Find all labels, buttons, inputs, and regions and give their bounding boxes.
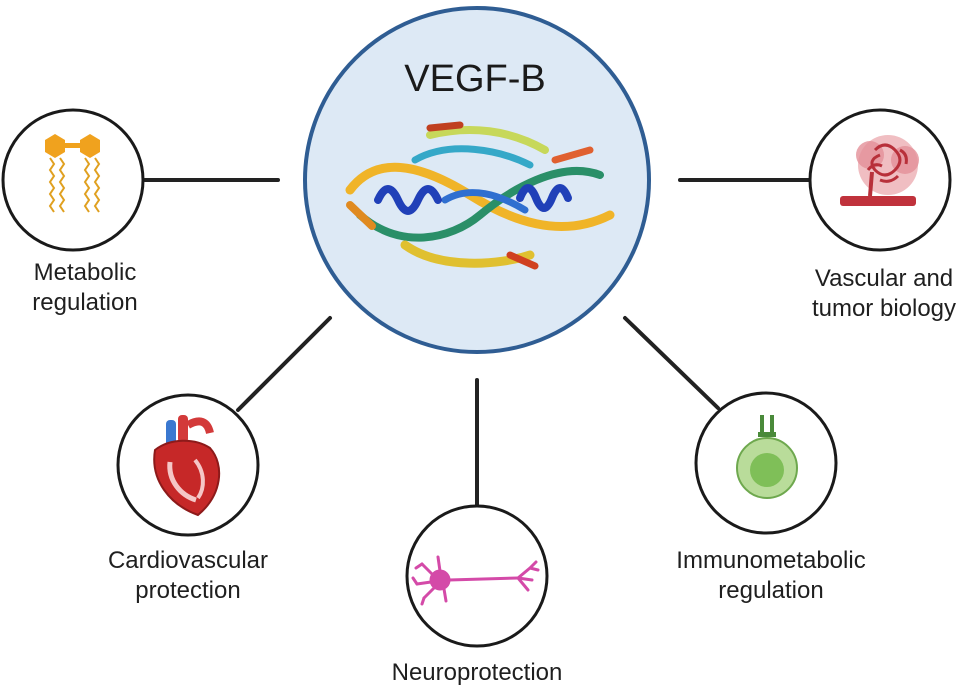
- heart-icon: [153, 415, 221, 517]
- connector-immuno: [623, 316, 720, 410]
- hub-circle: [303, 6, 651, 354]
- lipid-molecule-icon: [45, 134, 101, 213]
- hub-title: VEGF-B: [404, 58, 546, 100]
- label-vascular: Vascular and tumor biology: [811, 265, 957, 322]
- node-circle-neuro: [405, 504, 549, 648]
- label-immuno: Immunometabolic regulation: [676, 547, 866, 604]
- neuron-icon: [411, 555, 540, 606]
- connector-cardio: [236, 316, 332, 412]
- protein-structure-icon: [345, 121, 615, 270]
- immune-cell-icon: [736, 415, 798, 499]
- label-cardio: Cardiovascular protection: [107, 547, 269, 604]
- label-neuro: Neuroprotection: [391, 659, 563, 686]
- label-metabolic: Metabolic regulation: [32, 259, 138, 316]
- node-circle-metabolic: [1, 108, 145, 252]
- tumor-vessel-icon: [840, 135, 919, 206]
